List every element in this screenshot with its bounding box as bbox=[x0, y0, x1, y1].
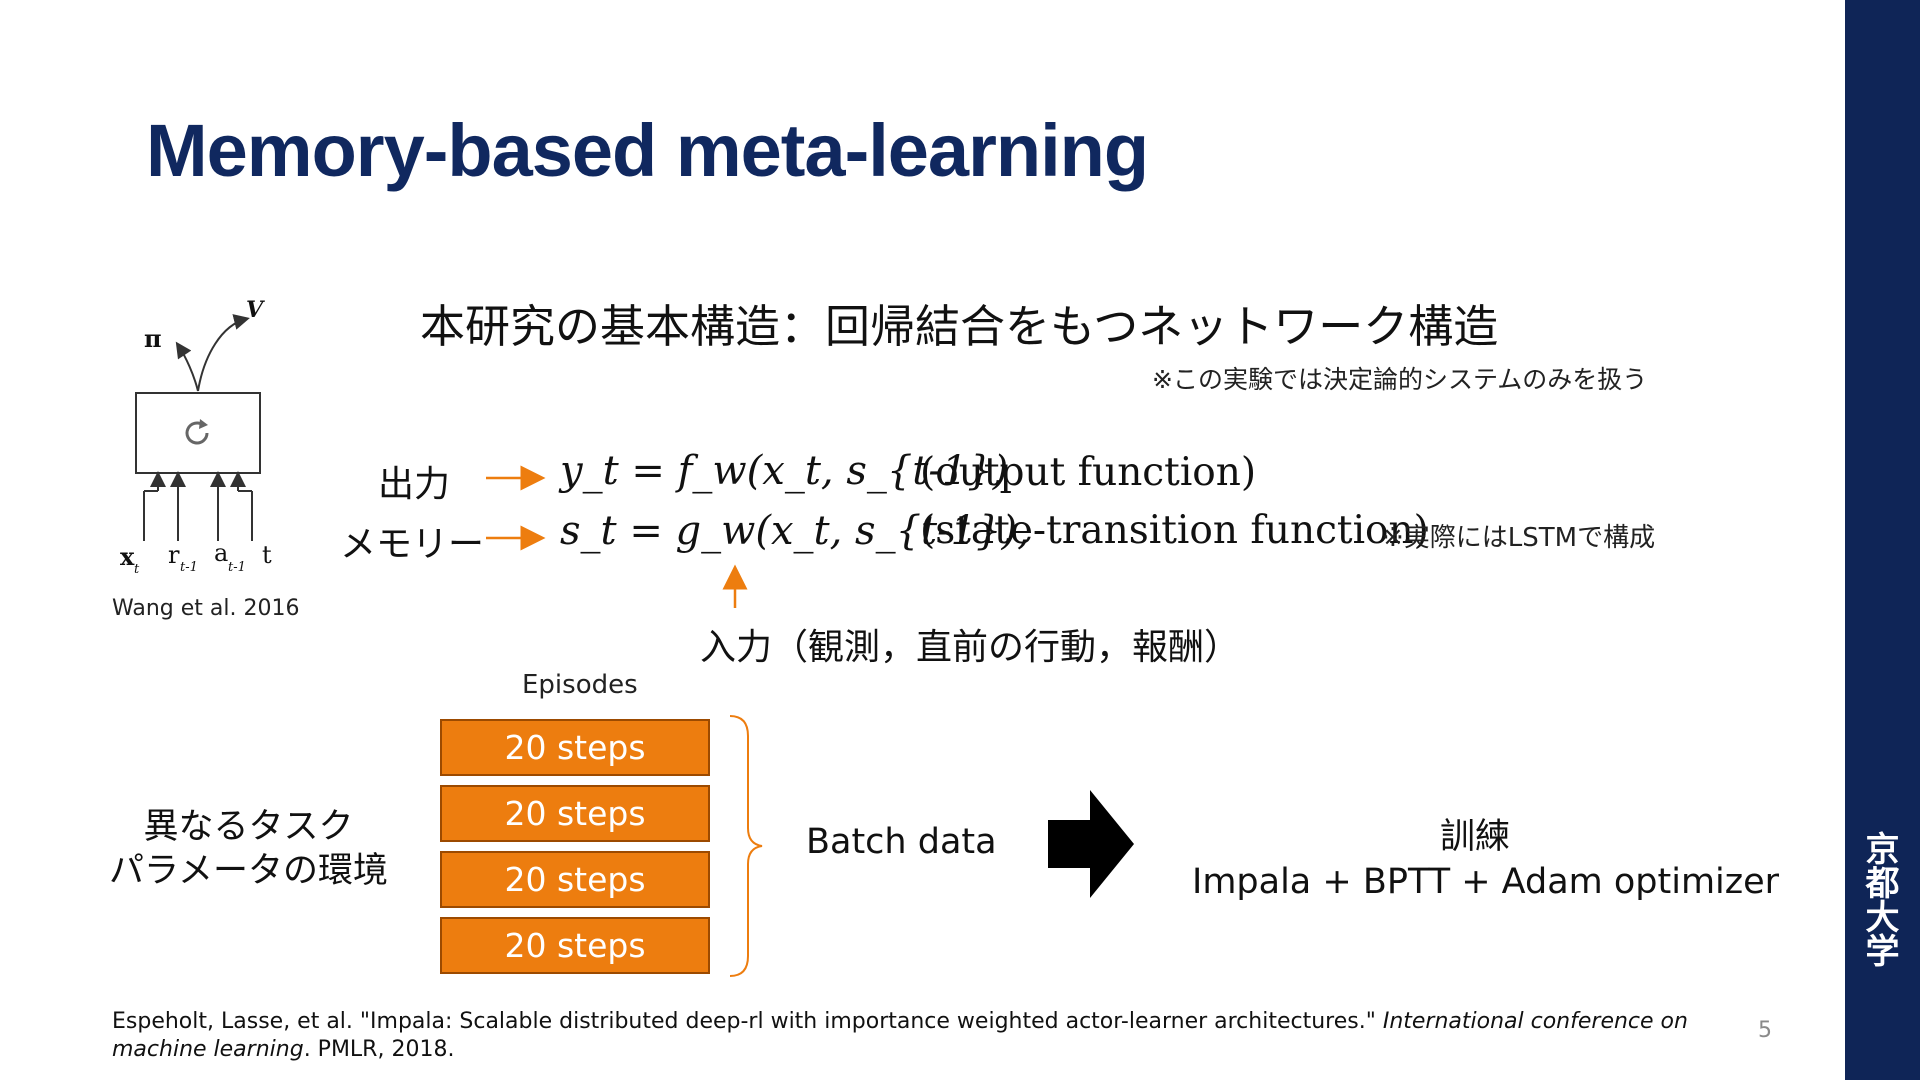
input-x-label: x bbox=[120, 542, 135, 571]
memory-equation: s_t = g_w(x_t, s_{t-1}), bbox=[560, 508, 1030, 554]
logo-char: 大 bbox=[1865, 898, 1900, 938]
recurrent-network-diagram: π V x t r t-1 a t-1 t bbox=[120, 297, 272, 577]
logo-char: 学 bbox=[1865, 932, 1900, 972]
training-label: 訓練 bbox=[1440, 817, 1511, 857]
sidebar-band bbox=[1845, 0, 1920, 1080]
episode-block: 20 steps bbox=[440, 851, 710, 908]
network-box bbox=[135, 392, 261, 474]
episodes-label: Episodes bbox=[522, 670, 638, 700]
memory-label: メモリー bbox=[340, 524, 485, 565]
value-arrow bbox=[197, 314, 250, 392]
deterministic-note: ※この実験では決定論的システムのみを扱う bbox=[1152, 365, 1648, 394]
university-logo: 京 都 大 学 bbox=[1845, 833, 1920, 969]
svg-text:t-1: t-1 bbox=[228, 560, 246, 575]
reference-citation: Espeholt, Lasse, et al. "Impala: Scalabl… bbox=[112, 1008, 1732, 1064]
reference-main: Espeholt, Lasse, et al. "Impala: Scalabl… bbox=[112, 1009, 1383, 1034]
reference-venue: International conference on machine lear… bbox=[112, 1009, 1688, 1062]
task-environments-label: 異なるタスク パラメータの環境 bbox=[106, 805, 391, 893]
diagram-citation: Wang et al. 2016 bbox=[112, 596, 300, 621]
policy-arrow bbox=[175, 341, 199, 392]
value-label: V bbox=[246, 297, 265, 323]
episode-block: 20 steps bbox=[440, 917, 710, 974]
input-label: 入力（観測，直前の行動，報酬） bbox=[700, 627, 1241, 668]
input-t-label: t bbox=[262, 541, 272, 569]
refresh-icon bbox=[185, 419, 209, 445]
batch-brace bbox=[729, 715, 763, 977]
reference-tail: . PMLR, 2018. bbox=[303, 1037, 455, 1062]
slide-title: Memory-based meta-learning bbox=[146, 109, 1149, 192]
section-heading: 本研究の基本構造：回帰結合をもつネットワーク構造 bbox=[420, 300, 1499, 353]
big-right-arrow bbox=[1048, 790, 1134, 898]
page-number: 5 bbox=[1758, 1018, 1772, 1043]
policy-label: π bbox=[144, 324, 162, 353]
input-a-label: a bbox=[214, 539, 228, 567]
svg-text:t: t bbox=[134, 562, 140, 577]
input-r-label: r bbox=[168, 541, 180, 569]
logo-char: 京 bbox=[1865, 830, 1900, 870]
svg-text:t-1: t-1 bbox=[180, 560, 198, 575]
batch-data-label: Batch data bbox=[806, 822, 997, 862]
training-method: Impala + BPTT + Adam optimizer bbox=[1192, 862, 1780, 902]
output-function-label: (output function) bbox=[920, 450, 1257, 495]
tasks-line-1: 異なるタスク bbox=[143, 807, 354, 847]
episode-block: 20 steps bbox=[440, 785, 710, 842]
output-label: 出力 bbox=[378, 464, 451, 505]
output-equation: y_t = f_w(x_t, s_{t-1}) bbox=[560, 448, 1009, 494]
episode-block: 20 steps bbox=[440, 719, 710, 776]
logo-char: 都 bbox=[1865, 864, 1900, 904]
state-transition-label: (state-transition function) bbox=[920, 508, 1429, 553]
lstm-note: ※実際にはLSTMで構成 bbox=[1382, 523, 1656, 553]
tasks-line-2: パラメータの環境 bbox=[109, 851, 388, 891]
